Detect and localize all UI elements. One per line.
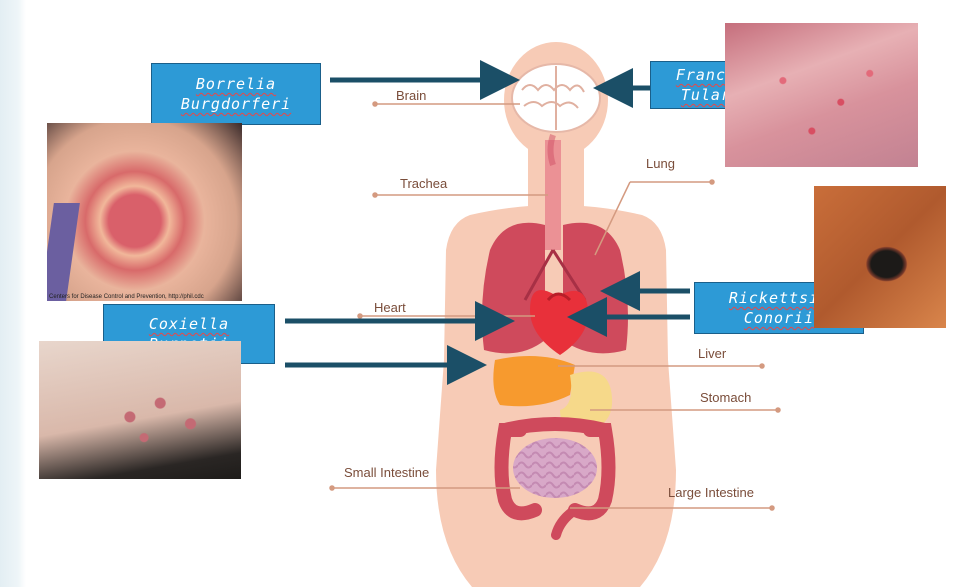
label-large-intestine: Large Intestine: [668, 485, 754, 500]
label-stomach: Stomach: [700, 390, 751, 405]
brain-organ: [512, 64, 600, 132]
pathogen-borrelia-genus: Borrelia: [196, 74, 276, 94]
label-liver: Liver: [698, 346, 726, 361]
photo-credit: Centers for Disease Control and Preventi…: [49, 294, 204, 300]
photo-leg-rash: [725, 23, 918, 167]
shirt-edge: [47, 203, 80, 301]
label-brain: Brain: [396, 88, 426, 103]
label-heart: Heart: [374, 300, 406, 315]
label-small-intestine: Small Intestine: [344, 465, 429, 480]
photo-eschar-lesion: [814, 186, 946, 328]
pathogen-box-borrelia: Borrelia Burgdorferi: [151, 63, 321, 125]
label-trachea: Trachea: [400, 176, 447, 191]
pathogen-coxiella-genus: Coxiella: [149, 314, 229, 334]
photo-spotted-rash: [39, 341, 241, 479]
label-lung: Lung: [646, 156, 675, 171]
pathogen-rickettsia-species: Conorii: [744, 308, 814, 328]
small-intestine-organ: [513, 438, 597, 498]
pathogen-borrelia-species: Burgdorferi: [181, 94, 291, 114]
photo-bullseye-rash: Centers for Disease Control and Preventi…: [47, 123, 242, 301]
